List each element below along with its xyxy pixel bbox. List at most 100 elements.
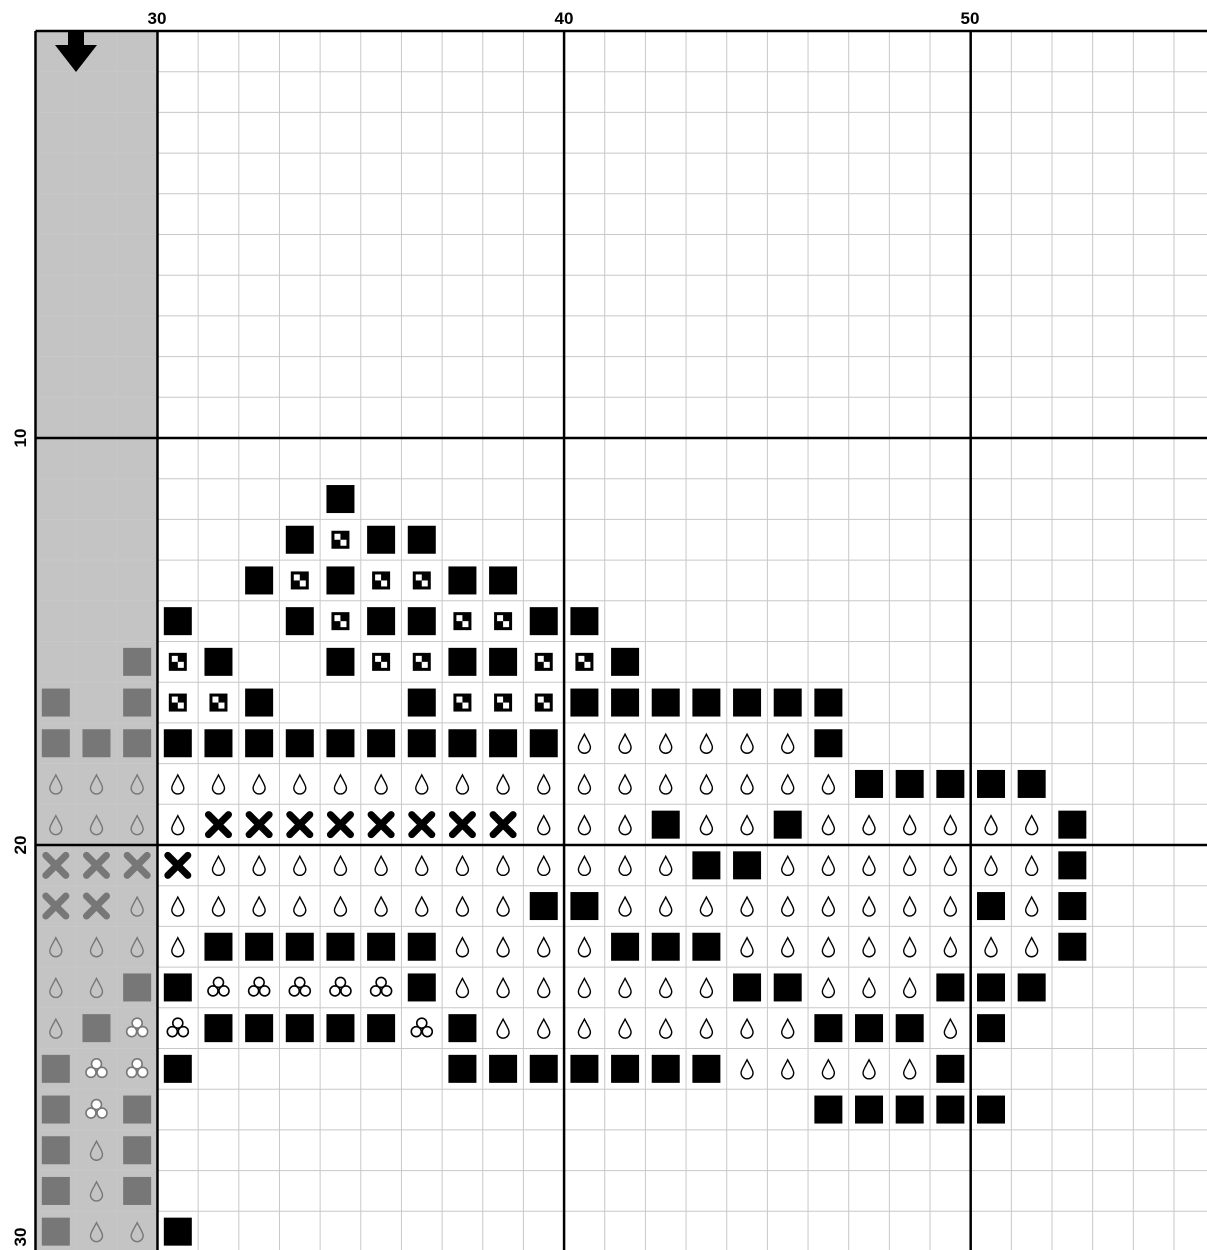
drop-icon [497, 1019, 509, 1038]
filled-square-icon [489, 648, 517, 676]
filled-square-icon [692, 851, 720, 879]
drop-icon [375, 856, 387, 875]
drop-icon [456, 938, 468, 957]
filled-square-icon [408, 933, 436, 961]
filled-square-icon [367, 1014, 395, 1042]
drop-icon [782, 734, 794, 753]
filled-square-icon [367, 526, 395, 554]
filled-square-icon [1058, 851, 1086, 879]
cross-icon [493, 815, 513, 835]
drop-icon [294, 856, 306, 875]
filled-square-icon [204, 648, 232, 676]
drop-icon [212, 856, 224, 875]
drop-icon [172, 775, 184, 794]
trefoil-icon [167, 1018, 188, 1037]
filled-square-icon [489, 729, 517, 757]
filled-square-icon [530, 607, 558, 635]
drop-icon [578, 816, 590, 835]
drop-icon [538, 978, 550, 997]
filled-square-icon [814, 689, 842, 717]
drop-icon [944, 1019, 956, 1038]
filled-square-icon [936, 1096, 964, 1124]
drop-icon [822, 1060, 834, 1079]
drop-icon [782, 1019, 794, 1038]
filled-square-icon [326, 1014, 354, 1042]
filled-square-icon [896, 1014, 924, 1042]
filled-square-icon [42, 729, 70, 757]
filled-square-icon [123, 689, 151, 717]
checker-square-icon [535, 694, 553, 712]
filled-square-icon [204, 933, 232, 961]
drop-icon [578, 1019, 590, 1038]
trefoil-icon [371, 977, 392, 996]
drop-icon [578, 734, 590, 753]
drop-icon [660, 978, 672, 997]
drop-icon [497, 897, 509, 916]
drop-icon [578, 938, 590, 957]
checker-square-icon [575, 653, 593, 671]
filled-square-icon [164, 1055, 192, 1083]
drop-icon [578, 856, 590, 875]
drop-icon [904, 856, 916, 875]
filled-square-icon [652, 1055, 680, 1083]
filled-square-icon [814, 1014, 842, 1042]
filled-square-icon [448, 566, 476, 594]
drop-icon [619, 978, 631, 997]
drop-icon [253, 775, 265, 794]
drop-icon [334, 775, 346, 794]
drop-icon [497, 978, 509, 997]
drop-icon [619, 1019, 631, 1038]
drop-icon [700, 775, 712, 794]
drop-icon [822, 775, 834, 794]
drop-icon [538, 938, 550, 957]
filled-square-icon [652, 933, 680, 961]
cross-icon [412, 815, 432, 835]
drop-icon [985, 938, 997, 957]
drop-icon [538, 1019, 550, 1038]
drop-icon [822, 816, 834, 835]
filled-square-icon [733, 851, 761, 879]
drop-icon [253, 897, 265, 916]
filled-square-icon [408, 526, 436, 554]
filled-square-icon [936, 770, 964, 798]
filled-square-icon [164, 1218, 192, 1246]
filled-square-icon [245, 1014, 273, 1042]
drop-icon [741, 1019, 753, 1038]
drop-icon [700, 816, 712, 835]
drop-icon [497, 938, 509, 957]
drop-icon [294, 775, 306, 794]
drop-icon [863, 897, 875, 916]
checker-square-icon [169, 653, 187, 671]
filled-square-icon [489, 1055, 517, 1083]
filled-square-icon [245, 566, 273, 594]
filled-square-icon [42, 1177, 70, 1205]
filled-square-icon [611, 689, 639, 717]
cross-icon [168, 855, 188, 875]
drop-icon [456, 775, 468, 794]
filled-square-icon [855, 1096, 883, 1124]
filled-square-icon [408, 689, 436, 717]
filled-square-icon [123, 729, 151, 757]
filled-square-icon [896, 770, 924, 798]
drop-icon [782, 897, 794, 916]
drop-icon [1026, 816, 1038, 835]
drop-icon [294, 897, 306, 916]
filled-square-icon [164, 973, 192, 1001]
drop-icon [456, 978, 468, 997]
filled-square-icon [733, 689, 761, 717]
filled-square-icon [1018, 973, 1046, 1001]
filled-square-icon [692, 1055, 720, 1083]
filled-square-icon [82, 729, 110, 757]
cross-icon [290, 815, 310, 835]
drop-icon [578, 775, 590, 794]
drop-icon [334, 856, 346, 875]
checker-square-icon [331, 531, 349, 549]
filled-square-icon [286, 1014, 314, 1042]
filled-square-icon [530, 1055, 558, 1083]
filled-square-icon [245, 729, 273, 757]
filled-square-icon [530, 729, 558, 757]
drop-icon [416, 856, 428, 875]
row-label-20: 20 [11, 836, 30, 855]
filled-square-icon [814, 1096, 842, 1124]
